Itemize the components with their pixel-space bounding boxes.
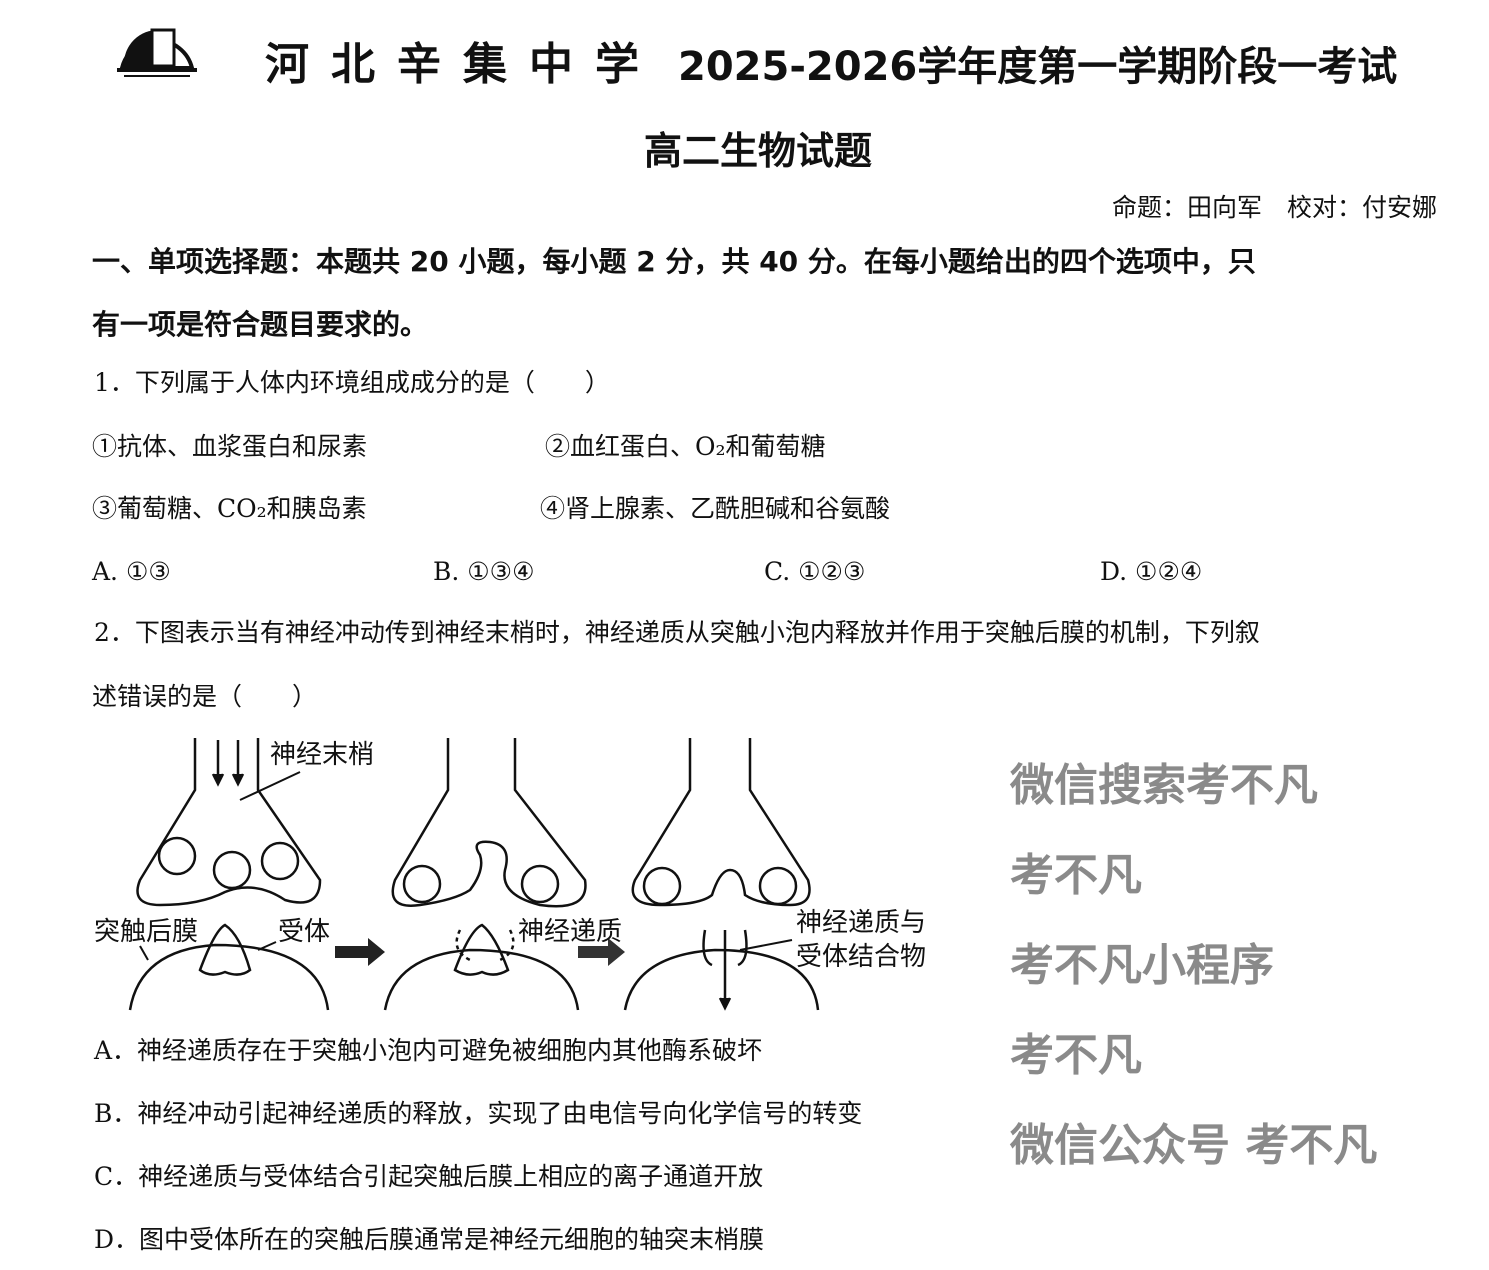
q1-option-d: D. ①②④ <box>1100 557 1203 586</box>
q2-stem-cont: 述错误的是（ ） <box>92 682 318 711</box>
q1-stem: 1．下列属于人体内环境组成成分的是（ ） <box>94 368 610 397</box>
q2-option-a: A．神经递质存在于突触小泡内可避免被细胞内其他酶系破坏 <box>94 1036 763 1065</box>
section-heading: 一、单项选择题：本题共 20 小题，每小题 2 分，共 40 分。在每小题给出的… <box>92 245 1256 278</box>
q1-item: ③葡萄糖、CO₂和胰岛素 <box>92 494 367 523</box>
label-complex: 神经递质与 <box>796 908 927 938</box>
q1-item: ④肾上腺素、乙酰胆碱和谷氨酸 <box>540 494 891 523</box>
exam-subtitle: 高二生物试题 <box>644 129 873 173</box>
label-neurotransmitter: 神经递质 <box>518 917 623 947</box>
school-name: 河北辛集中学 <box>265 39 661 90</box>
synapse-stage-2 <box>383 738 587 1011</box>
arrow-right-icon <box>335 938 385 966</box>
q2-option-c: C．神经递质与受体结合引起突触后膜上相应的离子通道开放 <box>94 1162 764 1191</box>
q1-item: ①抗体、血浆蛋白和尿素 <box>92 432 368 461</box>
school-logo <box>117 28 197 77</box>
label-receptor: 受体 <box>278 917 331 947</box>
credits: 命题：田向军 校对：付安娜 <box>1111 193 1437 222</box>
q1-item: ②血红蛋白、O₂和葡萄糖 <box>545 432 826 461</box>
label-postsynaptic-membrane: 突触后膜 <box>94 917 199 947</box>
arrow-right-icon <box>578 938 625 966</box>
q1-option-c: C. ①②③ <box>764 557 866 586</box>
label-nerve-ending: 神经末梢 <box>270 740 375 770</box>
q1-option-a: A. ①③ <box>92 557 171 586</box>
synapse-stage-3 <box>623 738 820 1011</box>
section-heading-cont: 有一项是符合题目要求的。 <box>92 308 429 341</box>
q2-option-d: D．图中受体所在的突触后膜通常是神经元细胞的轴突末梢膜 <box>94 1225 765 1254</box>
exam-title: 2025-2026学年度第一学期阶段一考试 <box>678 44 1398 90</box>
q2-stem: 2．下图表示当有神经冲动传到神经末梢时，神经递质从突触小泡内释放并作用于突触后膜… <box>94 618 1260 647</box>
q2-option-b: B．神经冲动引起神经递质的释放，实现了由电信号向化学信号的转变 <box>94 1099 863 1128</box>
q1-option-b: B. ①③④ <box>433 557 535 586</box>
label-complex-cont: 受体结合物 <box>796 942 927 972</box>
synapse-stage-1 <box>128 738 330 1011</box>
